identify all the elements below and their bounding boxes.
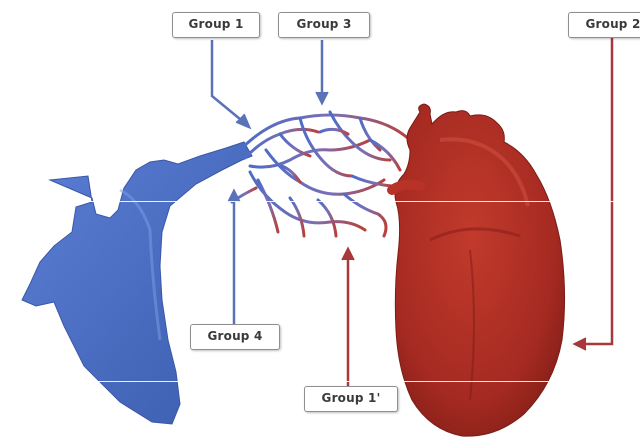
arrow-group4 (228, 190, 240, 325)
label-group3: Group 3 (278, 12, 370, 38)
scan-artifact-line (0, 201, 640, 202)
label-group4: Group 4 (190, 324, 280, 350)
arrow-group1prime (342, 248, 354, 386)
label-group2: Group 2 (568, 12, 640, 38)
label-group1-prime: Group 1' (304, 386, 398, 412)
arrow-group3 (316, 40, 328, 104)
label-group1: Group 1 (172, 12, 260, 38)
arrow-group1 (212, 40, 250, 128)
arrow-group2 (574, 36, 612, 350)
capillary-network (232, 112, 410, 236)
scan-artifact-line (0, 381, 640, 382)
heart (392, 104, 565, 436)
